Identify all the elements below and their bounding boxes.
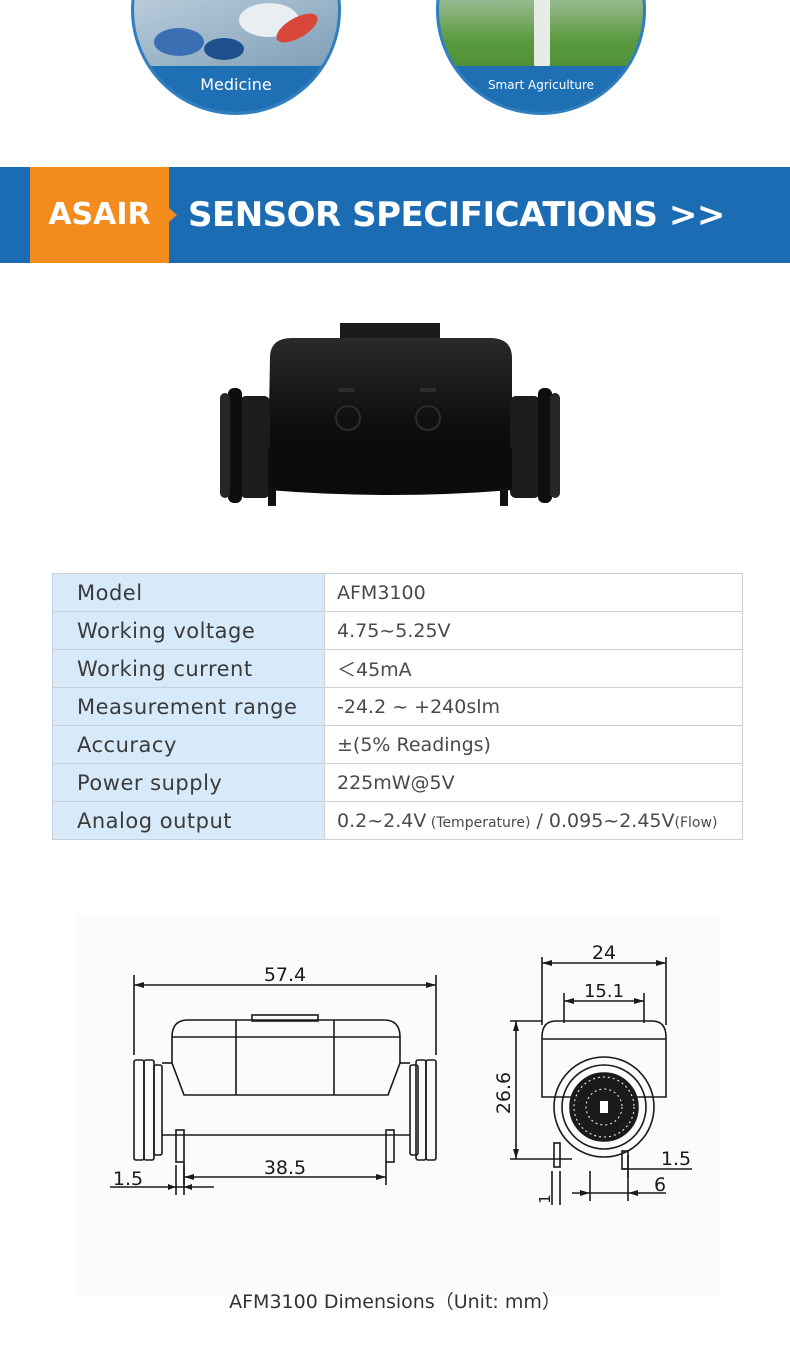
analog-temp-range: 0.2~2.4V <box>337 809 427 832</box>
dim-length-label: 57.4 <box>264 964 306 986</box>
product-photo <box>220 323 560 506</box>
table-row: Working voltage 4.75~5.25V <box>52 611 743 650</box>
spec-value: 0.2~2.4V (Temperature) / 0.095~2.45V(Flo… <box>324 801 743 840</box>
table-row: Accuracy ±(5% Readings) <box>52 725 743 764</box>
spec-value: ＜45mA <box>324 649 743 688</box>
dim-inner-label: 15.1 <box>584 981 624 1002</box>
smart-agriculture-application-image: Smart Agriculture <box>436 0 646 115</box>
table-row: Measurement range -24.2 ~ +240slm <box>52 687 743 726</box>
dim-offset-label: 6 <box>654 1174 666 1196</box>
spec-value: ±(5% Readings) <box>324 725 743 764</box>
medicine-label: Medicine <box>134 66 338 112</box>
drawing-caption: AFM3100 Dimensions（Unit: mm） <box>229 1291 561 1313</box>
spec-label: Analog output <box>52 801 325 840</box>
spec-label: Measurement range <box>52 687 325 726</box>
spec-value: 225mW@5V <box>324 763 743 802</box>
smart-agriculture-label: Smart Agriculture <box>439 66 643 112</box>
dim-thick-label: 1 <box>536 1194 554 1204</box>
brand-arrow-icon <box>169 208 177 222</box>
spec-table: Model AFM3100 Working voltage 4.75~5.25V… <box>52 573 743 840</box>
analog-flow-note: (Flow) <box>674 814 718 831</box>
analog-temp-note: (Temperature) <box>426 814 531 831</box>
table-row: Analog output 0.2~2.4V (Temperature) / 0… <box>52 801 743 840</box>
brand-logo: ASAIR <box>30 167 169 263</box>
dim-height-label: 26.6 <box>493 1072 515 1114</box>
spec-label: Working current <box>52 649 325 688</box>
section-banner: ASAIR SENSOR SPECIFICATIONS >> <box>0 167 790 263</box>
dimension-drawing-panel: 57.4 38.5 1.5 <box>76 915 720 1297</box>
spec-label: Accuracy <box>52 725 325 764</box>
dim-pitch-label: 38.5 <box>264 1157 306 1179</box>
table-row: Power supply 225mW@5V <box>52 763 743 802</box>
spec-label: Power supply <box>52 763 325 802</box>
analog-flow-range: / 0.095~2.45V <box>530 809 675 832</box>
table-row: Model AFM3100 <box>52 573 743 612</box>
spec-value: 4.75~5.25V <box>324 611 743 650</box>
table-row: Working current ＜45mA <box>52 649 743 688</box>
spec-label: Working voltage <box>52 611 325 650</box>
dim-flange-label: 1.5 <box>113 1168 143 1190</box>
spec-value: AFM3100 <box>324 573 743 612</box>
dim-width-label: 24 <box>592 942 616 964</box>
section-title: SENSOR SPECIFICATIONS >> <box>188 195 725 235</box>
dim-gap-label: 1.5 <box>661 1148 691 1170</box>
spec-label: Model <box>52 573 325 612</box>
medicine-application-image: Medicine <box>131 0 341 115</box>
spec-value: -24.2 ~ +240slm <box>324 687 743 726</box>
dimension-drawing: 57.4 38.5 1.5 <box>110 942 692 1205</box>
